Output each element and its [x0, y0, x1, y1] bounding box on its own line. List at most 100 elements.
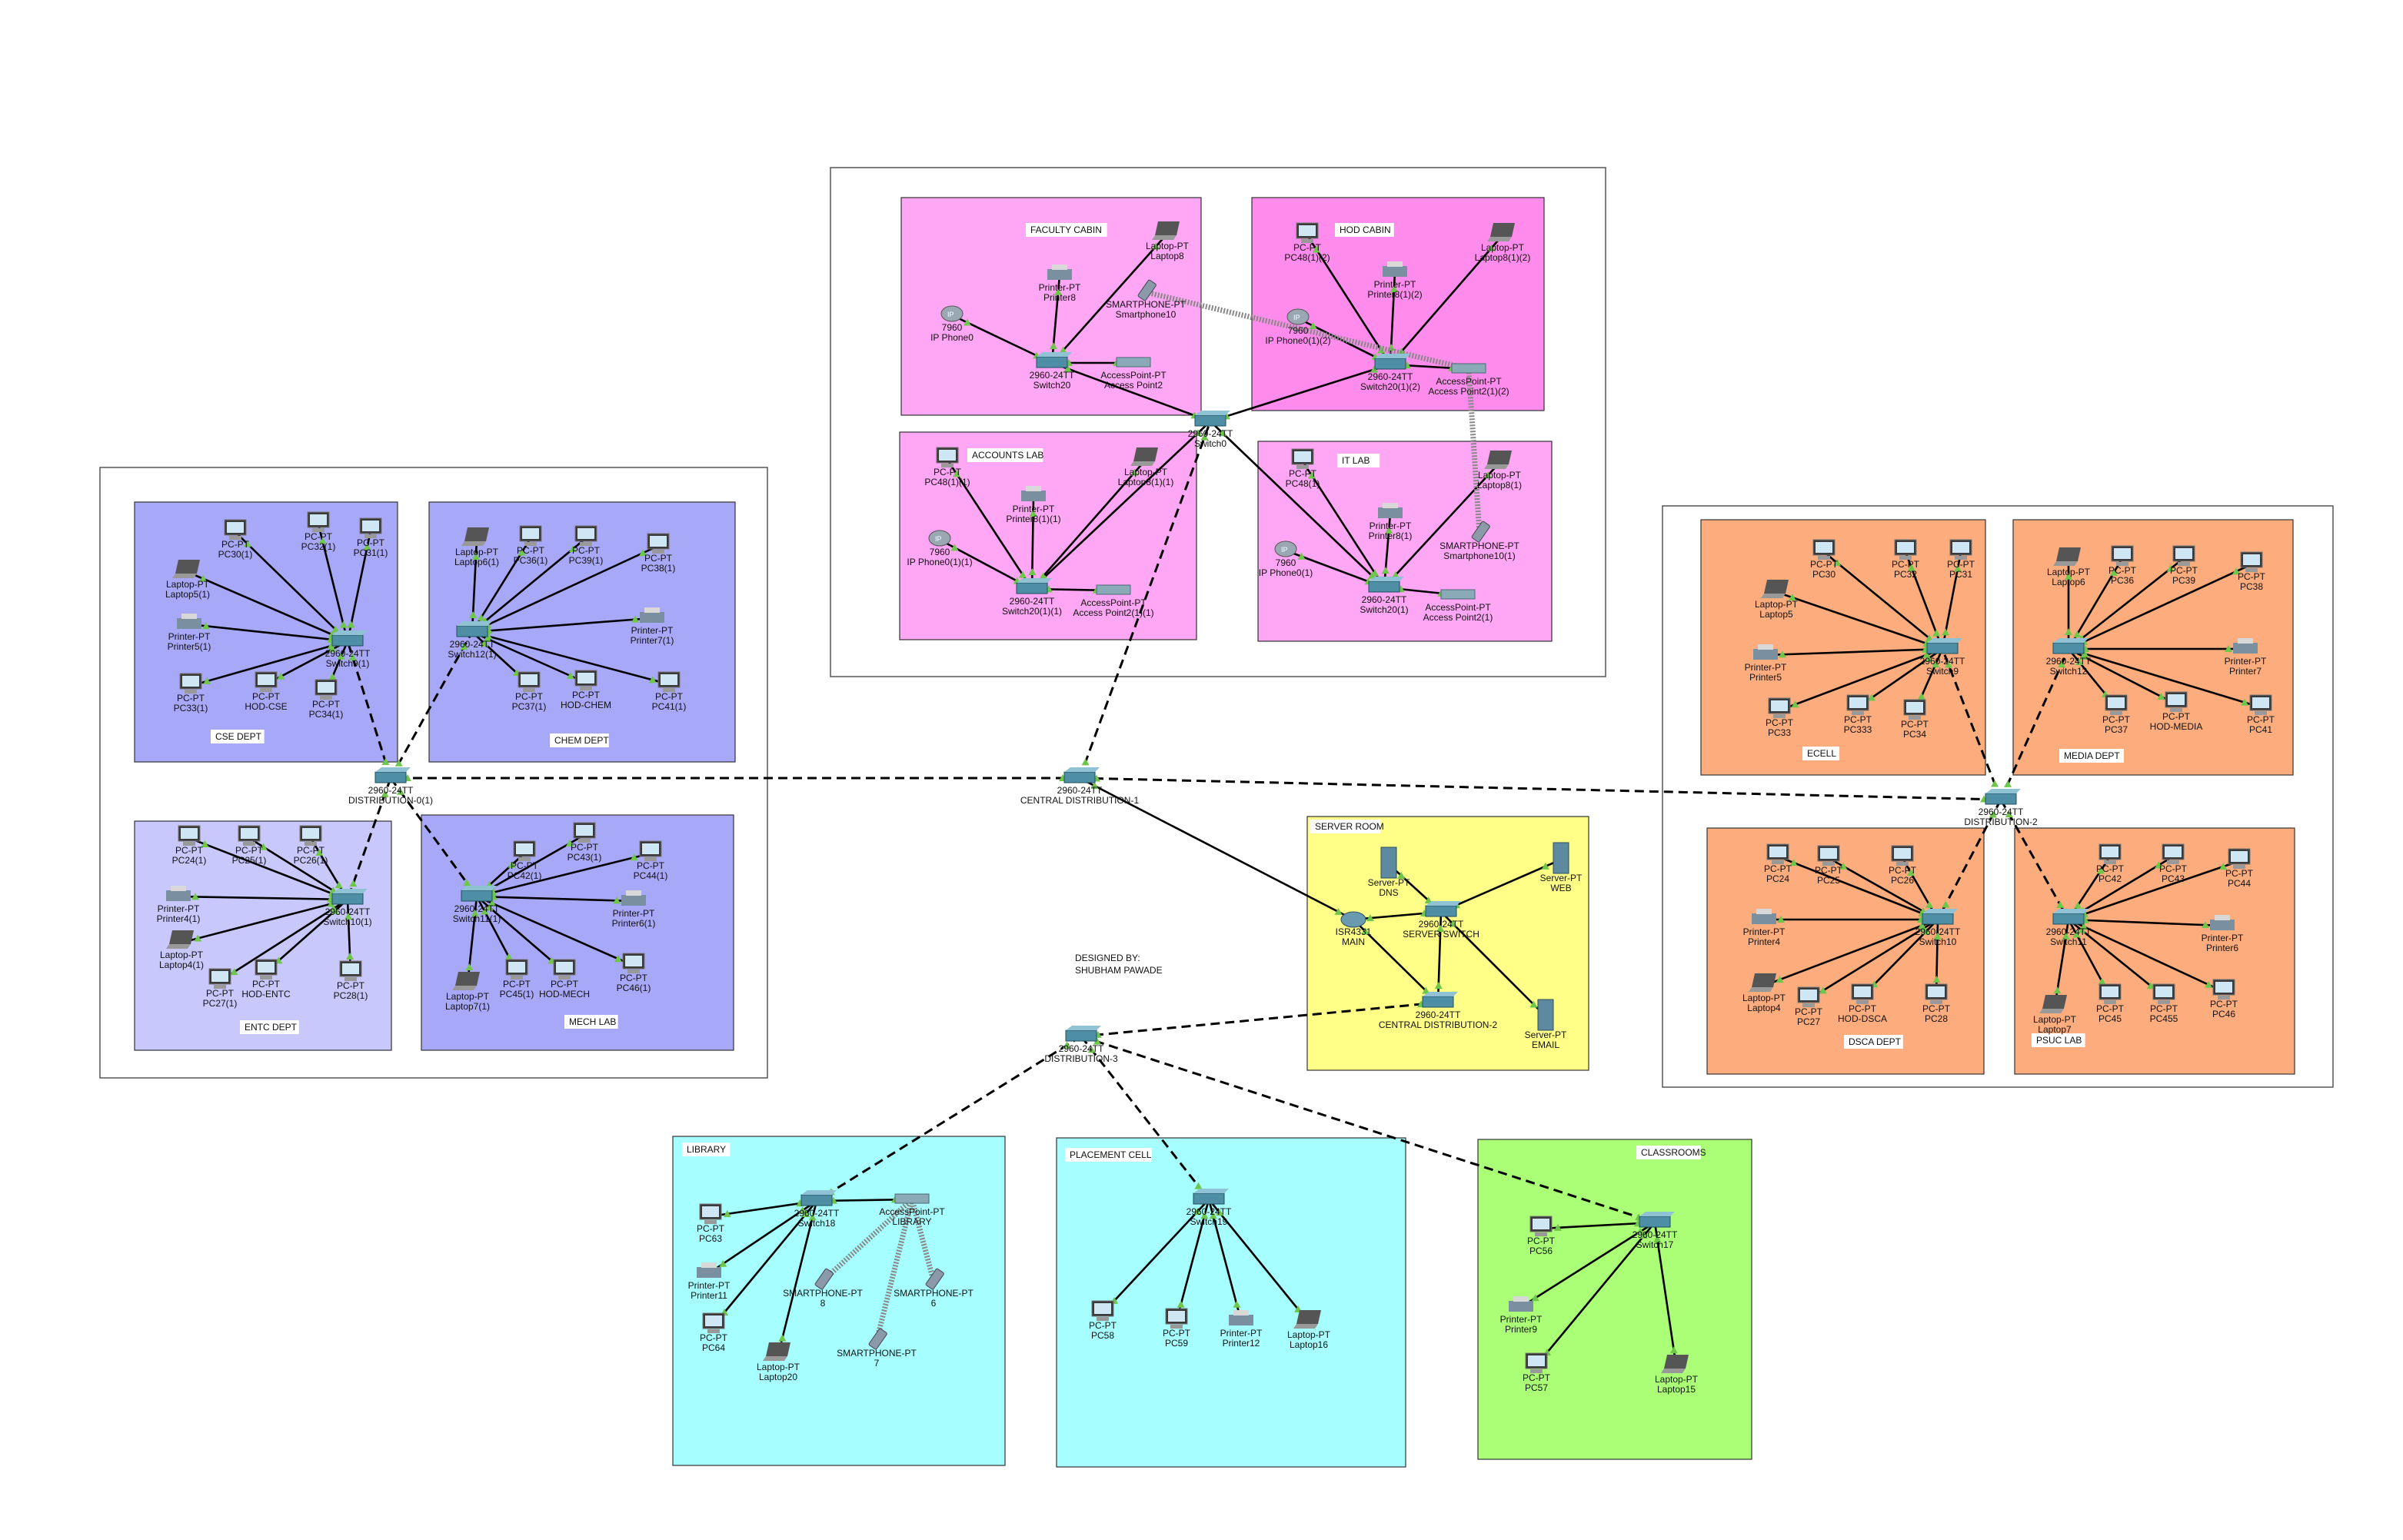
device-lb_s7[interactable]: SMARTPHONE-PT7 — [837, 1328, 917, 1369]
device-lb_s8[interactable]: SMARTPHONE-PT8 — [783, 1268, 864, 1309]
device-lb_s6[interactable]: SMARTPHONE-PT6 — [894, 1268, 974, 1309]
